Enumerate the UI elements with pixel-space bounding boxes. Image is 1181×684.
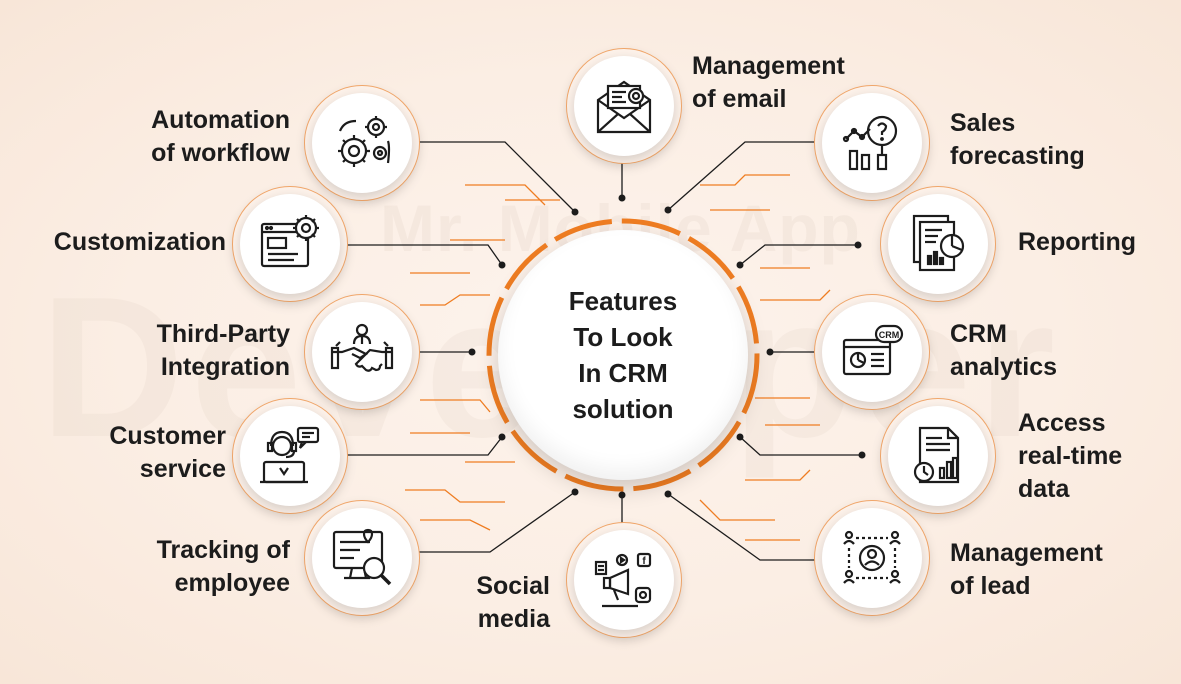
feature-label-line: Reporting [1018, 228, 1137, 256]
feature-label-line: Customer [109, 422, 226, 450]
gears-icon [338, 116, 391, 167]
crm-dashboard-icon: CRM [842, 324, 904, 376]
feature-label-reporting: Reporting [1018, 226, 1136, 259]
feature-label-line: employee [174, 569, 290, 597]
feature-label-third-party-integration: Third-Party Integration [100, 318, 290, 384]
feature-label-line: Tracking of [156, 536, 290, 564]
feature-node-customization [232, 186, 348, 302]
feature-label-line: of lead [950, 572, 1031, 600]
feature-node-management-of-email [566, 48, 682, 164]
feature-label-line: Access [1018, 409, 1106, 437]
feature-label-line: Integration [160, 353, 290, 381]
feature-label-line: real-time [1018, 442, 1123, 470]
feature-node-sales-forecasting [814, 85, 930, 201]
feature-node-crm-analytics: CRM [814, 294, 930, 410]
feature-label-line: Customization [53, 228, 226, 256]
feature-label-line: forecasting [950, 142, 1085, 170]
feature-node-customer-service [232, 398, 348, 514]
feature-label-social-media: Social media [440, 570, 550, 636]
feature-label-sales-forecasting: Sales forecasting [950, 107, 1085, 173]
feature-node-third-party-integration [304, 294, 420, 410]
feature-label-customer-service: Customer service [60, 420, 226, 486]
center-title-line: Features [568, 286, 678, 316]
feature-label-line: Automation [151, 106, 290, 134]
feature-label-management-of-email: Management of email [692, 50, 845, 116]
feature-node-access-real-time-data [880, 398, 996, 514]
center-title-line: To Look [573, 322, 673, 352]
feature-label-customization: Customization [10, 226, 226, 259]
feature-node-management-of-lead [814, 500, 930, 616]
feature-label-line: Management [950, 539, 1103, 567]
feature-label-line: Third-Party [156, 320, 290, 348]
decorative-orange-lines [405, 174, 831, 541]
svg-text:CRM: CRM [879, 330, 900, 340]
chart-question-icon [842, 115, 898, 171]
center-hub: Features To Look In CRM solution [498, 230, 748, 480]
report-pie-icon [912, 214, 965, 272]
feature-label-management-of-lead: Management of lead [950, 537, 1103, 603]
handshake-icon [330, 323, 394, 372]
megaphone-social-icon: f [594, 552, 652, 608]
feature-label-access-real-time-data: Access real-time data [1018, 407, 1122, 506]
feature-label-automation-of-workflow: Automation of workflow [80, 104, 290, 170]
center-title: Features To Look In CRM solution [538, 283, 708, 427]
feature-label-line: analytics [950, 353, 1058, 381]
feature-label-line: of workflow [151, 139, 290, 167]
feature-label-line: service [139, 455, 226, 483]
feature-label-line: media [477, 605, 550, 633]
center-title-line: In CRM [578, 358, 668, 388]
browser-gear-icon [260, 215, 319, 268]
lead-network-icon [843, 530, 901, 584]
feature-label-line: data [1018, 475, 1070, 503]
feature-node-reporting [880, 186, 996, 302]
envelope-icon [596, 80, 652, 134]
realtime-document-icon [913, 426, 960, 484]
headset-agent-icon [260, 426, 320, 484]
feature-node-social-media: f [566, 522, 682, 638]
hub-ring [486, 218, 760, 492]
feature-label-line: Social [476, 572, 550, 600]
feature-label-crm-analytics: CRM analytics [950, 318, 1057, 384]
feature-label-line: of email [692, 85, 787, 113]
feature-label-line: Sales [950, 109, 1016, 137]
center-title-line: solution [572, 394, 674, 424]
feature-node-automation-of-workflow [304, 85, 420, 201]
feature-label-line: Management [692, 52, 845, 80]
feature-label-tracking-of-employee: Tracking of employee [100, 534, 290, 600]
svg-text:f: f [642, 556, 646, 567]
feature-node-tracking-of-employee [304, 500, 420, 616]
monitor-magnifier-icon [332, 528, 392, 586]
black-connector-lines [338, 141, 862, 561]
feature-label-line: CRM [950, 320, 1007, 348]
